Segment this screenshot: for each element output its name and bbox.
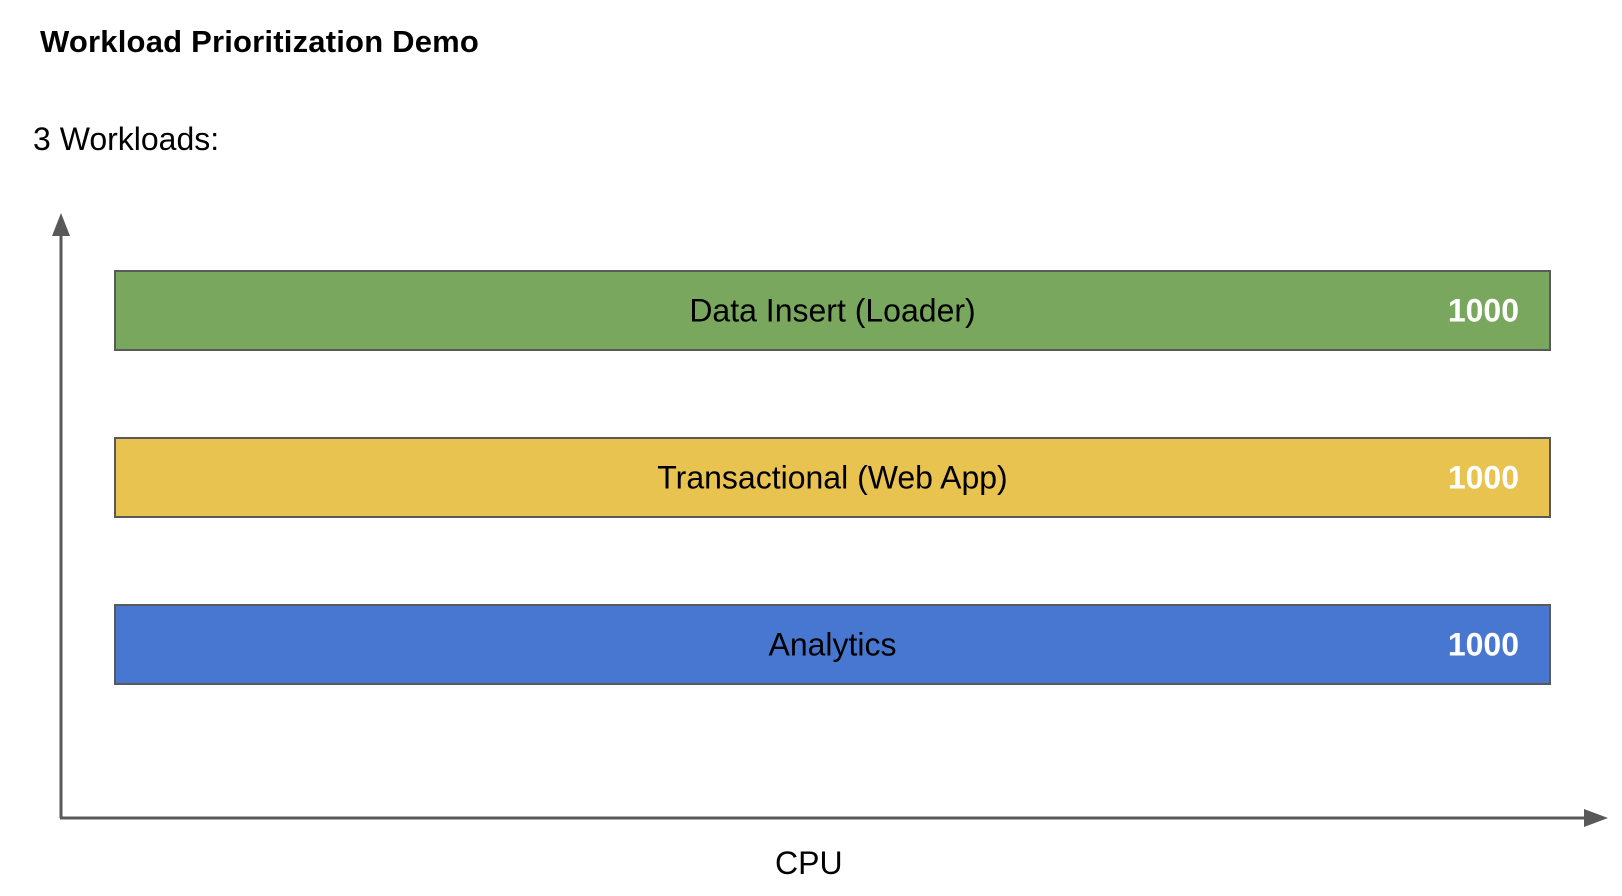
workload-label: Analytics (768, 626, 897, 662)
workload-bar-analytics: Analytics 1000 (114, 604, 1551, 685)
page-title: Workload Prioritization Demo (40, 24, 480, 59)
workload-value: 1000 (1447, 626, 1519, 662)
workload-value: 1000 (1447, 292, 1519, 328)
workload-value: 1000 (1447, 459, 1519, 495)
workload-bar-data-insert: Data Insert (Loader) 1000 (114, 270, 1551, 351)
workload-bar-transactional: Transactional (Web App) 1000 (114, 437, 1551, 518)
x-axis-label: CPU (775, 845, 843, 881)
y-axis-arrowhead (52, 213, 70, 236)
workload-label: Data Insert (Loader) (689, 292, 976, 328)
workload-count-label: 3 Workloads: (33, 121, 220, 157)
workload-label: Transactional (Web App) (657, 459, 1008, 495)
x-axis-arrowhead (1584, 809, 1608, 827)
